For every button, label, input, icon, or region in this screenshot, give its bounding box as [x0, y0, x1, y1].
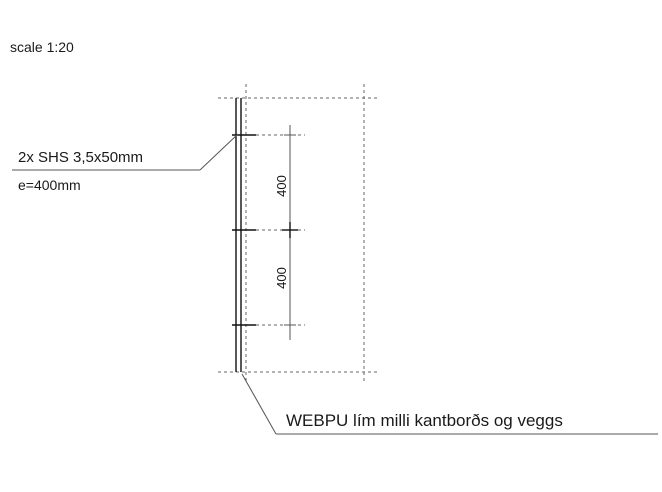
dimension-top-label: 400	[274, 175, 289, 197]
dimension-line	[282, 125, 298, 340]
wall-outline	[218, 84, 378, 384]
note-label: WEBPU lím milli kantborðs og veggs	[286, 411, 563, 430]
dimension-bottom-label: 400	[274, 267, 289, 289]
steel-profile-lines	[235, 98, 242, 372]
spacing-label: e=400mm	[18, 177, 81, 193]
scale-label: scale 1:20	[10, 39, 74, 55]
spacing-ticks	[232, 134, 305, 326]
profile-leader	[12, 133, 239, 171]
profile-label: 2x SHS 3,5x50mm	[18, 149, 143, 166]
note-leader	[241, 373, 658, 435]
